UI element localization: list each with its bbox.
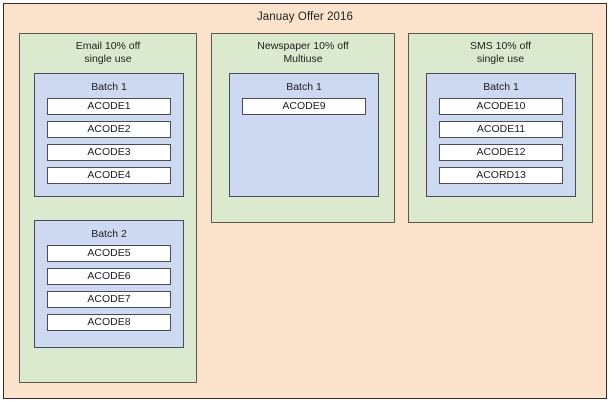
- code-item[interactable]: ACODE6: [47, 268, 171, 285]
- batch-email-2-code-list: ACODE5 ACODE6 ACODE7 ACODE8: [35, 245, 183, 331]
- code-item[interactable]: ACODE1: [47, 98, 171, 115]
- channel-email-title: Email 10% off single use: [20, 34, 196, 65]
- batch-email-1-code-list: ACODE1 ACODE2 ACODE3 ACODE4: [35, 98, 183, 184]
- channel-sms: SMS 10% off single use Batch 1 ACODE10 A…: [408, 33, 593, 223]
- batch-newspaper-1-title: Batch 1: [286, 81, 322, 93]
- offer-container: Januay Offer 2016 Email 10% off single u…: [3, 3, 607, 399]
- code-item[interactable]: ACODE7: [47, 291, 171, 308]
- code-item[interactable]: ACODE9: [242, 98, 366, 115]
- channel-newspaper-title-line2: Multiuse: [283, 52, 323, 65]
- batch-sms-1: Batch 1 ACODE10 ACODE11 ACODE12 ACORD13: [426, 73, 576, 197]
- code-item[interactable]: ACODE5: [47, 245, 171, 262]
- code-item[interactable]: ACODE12: [439, 144, 563, 161]
- batch-sms-1-title: Batch 1: [483, 81, 519, 93]
- batch-newspaper-1-code-list: ACODE9: [230, 98, 378, 115]
- code-item[interactable]: ACORD13: [439, 167, 563, 184]
- channel-email-title-line2: single use: [84, 52, 132, 65]
- channel-newspaper-title: Newspaper 10% off Multiuse: [212, 34, 394, 65]
- channel-email-title-line1: Email 10% off: [75, 40, 141, 52]
- channel-newspaper: Newspaper 10% off Multiuse Batch 1 ACODE…: [211, 33, 395, 223]
- batch-newspaper-1: Batch 1 ACODE9: [229, 73, 379, 197]
- code-item[interactable]: ACODE11: [439, 121, 563, 138]
- batch-email-1-title: Batch 1: [91, 81, 127, 93]
- batch-email-2-title: Batch 2: [91, 228, 127, 240]
- code-item[interactable]: ACODE8: [47, 314, 171, 331]
- channel-sms-title: SMS 10% off single use: [409, 34, 592, 65]
- channel-sms-title-line1: SMS 10% off: [469, 40, 532, 52]
- batch-email-2: Batch 2 ACODE5 ACODE6 ACODE7 ACODE8: [34, 220, 184, 348]
- batch-email-1: Batch 1 ACODE1 ACODE2 ACODE3 ACODE4: [34, 73, 184, 197]
- code-item[interactable]: ACODE10: [439, 98, 563, 115]
- batch-sms-1-code-list: ACODE10 ACODE11 ACODE12 ACORD13: [427, 98, 575, 184]
- channel-email: Email 10% off single use Batch 1 ACODE1 …: [19, 33, 197, 383]
- code-item[interactable]: ACODE3: [47, 144, 171, 161]
- code-item[interactable]: ACODE2: [47, 121, 171, 138]
- channel-newspaper-title-line1: Newspaper 10% off: [257, 40, 349, 52]
- offer-title: Januay Offer 2016: [256, 11, 354, 23]
- channel-sms-title-line2: single use: [476, 52, 525, 65]
- code-item[interactable]: ACODE4: [47, 167, 171, 184]
